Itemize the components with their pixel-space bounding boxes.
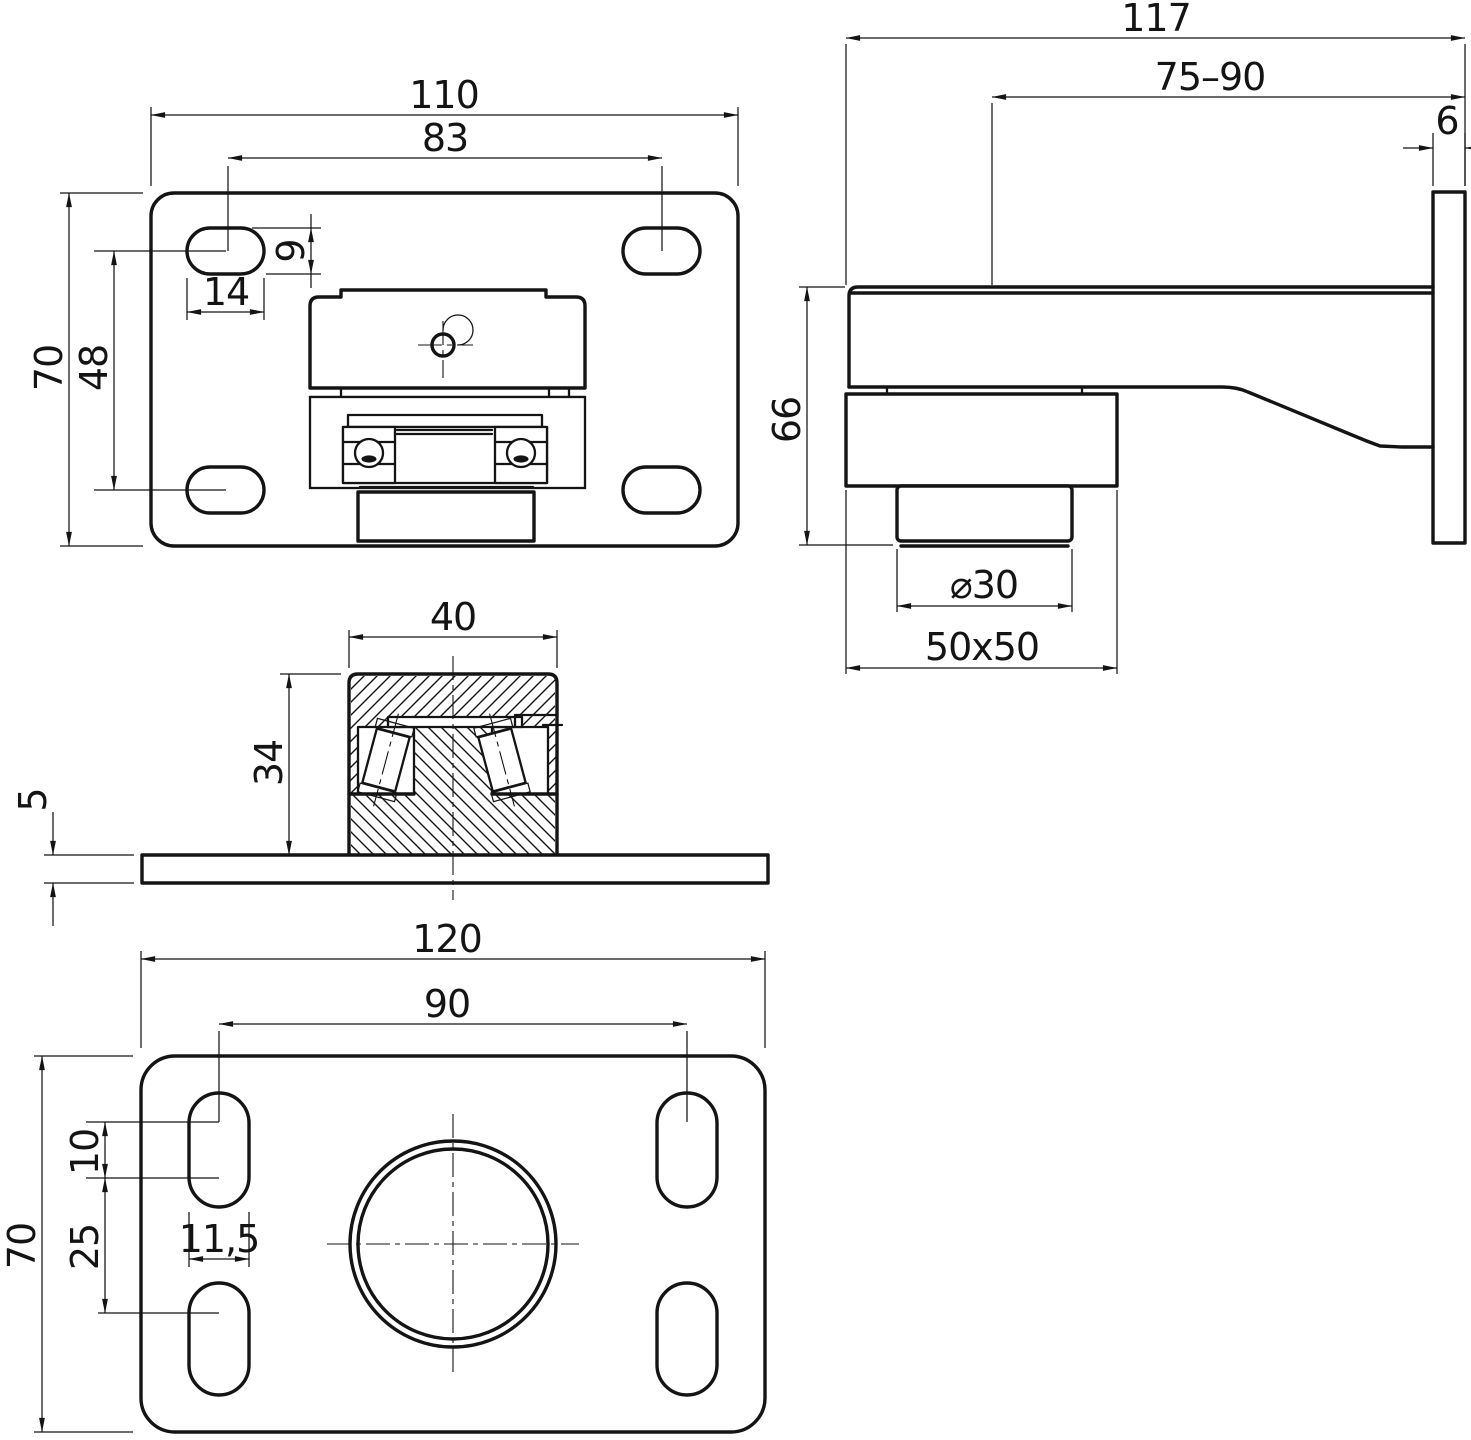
view-side: 117 75–90 6 66 ⌀30 50x50	[765, 0, 1471, 674]
dim-plate-height: 70	[27, 345, 71, 391]
dim-block-size: 50x50	[925, 625, 1039, 669]
view-top: 110 83 9 14 70 48	[27, 73, 740, 548]
pin-cylinder-side	[895, 484, 1074, 543]
pin-cylinder-top-view	[356, 490, 536, 543]
dim-slot-length: 14	[203, 270, 249, 314]
roller-axis	[489, 713, 515, 807]
dim-slot-spacing-h: 83	[422, 116, 468, 160]
dim-slot-arc-spacing: 10	[63, 1129, 107, 1175]
cover-plate	[386, 715, 524, 729]
arm-underside	[847, 385, 1435, 449]
bearing-block-side	[844, 392, 1119, 488]
washer-strip	[346, 413, 544, 429]
dim-block-height: 34	[247, 740, 291, 786]
slot-bottom-left	[187, 1281, 251, 1397]
dim-block-width: 40	[430, 595, 476, 639]
dims-side-view: 117 75–90 6 66 ⌀30 50x50	[765, 0, 1471, 674]
dim-plate-width: 110	[409, 73, 479, 117]
section-band	[308, 395, 587, 490]
dim-total-height: 66	[765, 397, 809, 443]
view-bottom: 120 90 70 10 25 11,5	[0, 917, 767, 1434]
dim-adjust-range: 75–90	[1155, 55, 1266, 99]
bearing-left	[341, 425, 397, 485]
bearing-ball	[353, 437, 385, 469]
roller-axis	[373, 713, 399, 807]
dims-section-view: 40 34 5	[11, 595, 558, 926]
bearing-ball-contact	[513, 455, 529, 463]
dim-slot-width: 11,5	[179, 1217, 260, 1261]
arm-outline	[847, 285, 1435, 389]
dim-plate-width: 120	[412, 917, 482, 961]
base-plate-edge	[140, 853, 770, 885]
dim-total-length: 117	[1121, 0, 1191, 40]
dim-slot-spacing-v: 48	[72, 345, 116, 391]
hatch-housing-left-wall	[349, 727, 358, 794]
dim-slot-spacing-v: 25	[63, 1224, 107, 1270]
hinge-body-top	[308, 288, 587, 390]
dims-bottom-view: 120 90 70 10 25 11,5	[0, 917, 766, 1433]
thread-arc	[442, 314, 474, 346]
hatch-housing-right-wall	[548, 727, 557, 794]
tapered-roller-left	[357, 713, 415, 807]
dim-pin-diameter: ⌀30	[950, 563, 1018, 607]
dim-wall-plate-thickness: 6	[1435, 99, 1458, 143]
slot-bottom-right	[621, 465, 702, 515]
cover-plate-step	[513, 713, 564, 729]
view-section: 40 34 5	[11, 595, 770, 926]
dim-slot-spacing-h: 90	[424, 982, 470, 1026]
dim-plate-thickness: 5	[11, 788, 55, 811]
bearing-ball-contact	[361, 455, 377, 463]
dim-plate-height: 70	[0, 1223, 44, 1269]
wall-plate-edge	[1431, 190, 1467, 545]
tapered-roller-right	[473, 713, 531, 807]
bearing-right	[493, 425, 549, 485]
center-hole	[418, 314, 474, 378]
bearing-ball	[505, 437, 537, 469]
slot-bottom-right	[655, 1281, 719, 1397]
dims-top-view: 110 83 9 14 70 48	[27, 73, 739, 547]
dim-slot-height: 9	[269, 239, 313, 262]
